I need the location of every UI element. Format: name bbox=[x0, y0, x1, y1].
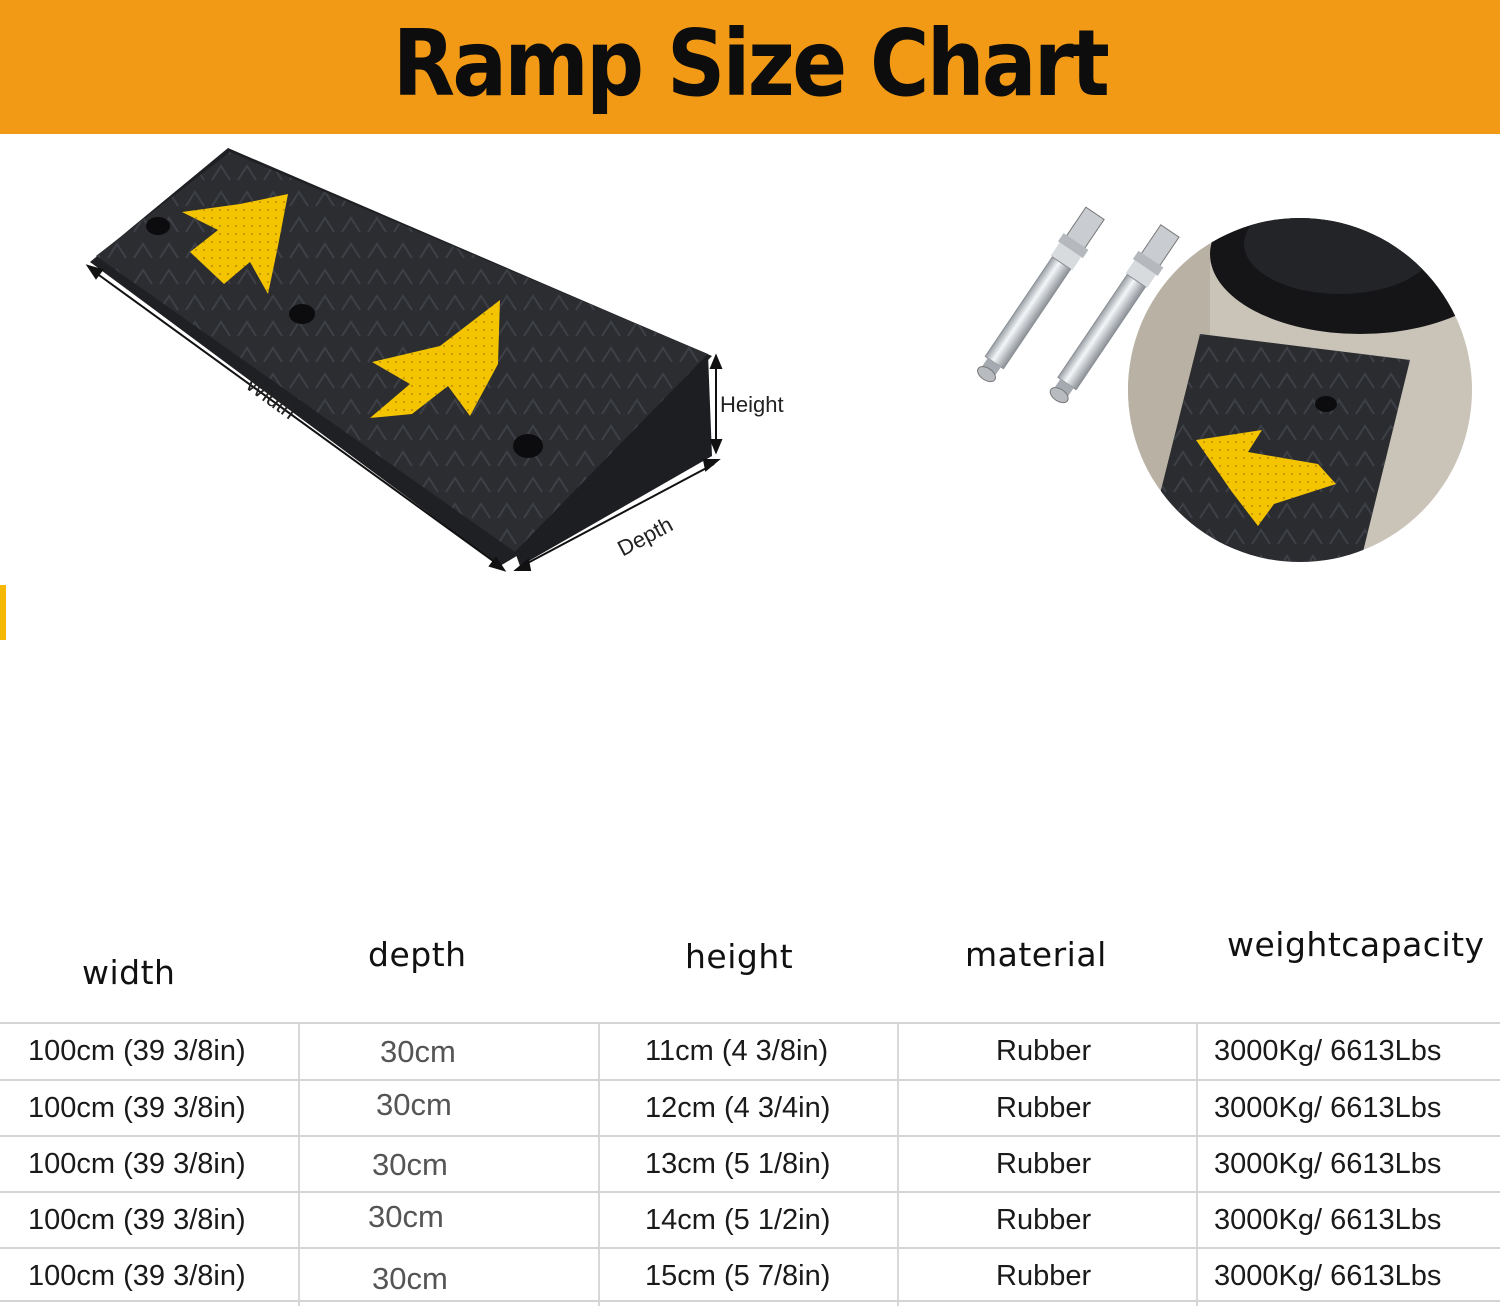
header-height: height bbox=[685, 937, 794, 976]
table-row: 100cm (39 3/8in) 30cm 15cm (5 7/8in) Rub… bbox=[0, 1247, 1500, 1302]
column-divider bbox=[298, 1022, 300, 1306]
cell-material: Rubber bbox=[996, 1148, 1092, 1180]
cell-weightcapacity: 3000Kg/ 6613Lbs bbox=[1214, 1148, 1442, 1180]
column-divider bbox=[897, 1022, 899, 1306]
size-table: 100cm (39 3/8in) 30cm 11cm (4 3/8in) Rub… bbox=[0, 1022, 1500, 1306]
cell-depth: 30cm bbox=[372, 1260, 448, 1296]
cell-depth: 30cm bbox=[376, 1086, 452, 1122]
dimension-lines bbox=[85, 264, 723, 572]
cell-material: Rubber bbox=[996, 1204, 1092, 1236]
ramp-image bbox=[90, 148, 712, 566]
cell-width: 100cm (39 3/8in) bbox=[28, 1260, 246, 1292]
cell-width: 100cm (39 3/8in) bbox=[28, 1035, 246, 1067]
cell-height: 12cm (4 3/4in) bbox=[645, 1092, 831, 1124]
cell-width: 100cm (39 3/8in) bbox=[28, 1204, 246, 1236]
cell-width: 100cm (39 3/8in) bbox=[28, 1148, 246, 1180]
ramp-diagram: Width Height Depth bbox=[85, 148, 1472, 572]
table-header-row: width depth height material weightcapaci… bbox=[0, 915, 1500, 1015]
column-divider bbox=[598, 1022, 600, 1306]
cell-height: 15cm (5 7/8in) bbox=[645, 1260, 831, 1292]
cell-weightcapacity: 3000Kg/ 6613Lbs bbox=[1214, 1092, 1442, 1124]
table-row: 100cm (39 3/8in) 30cm 14cm (5 1/2in) Rub… bbox=[0, 1191, 1500, 1246]
header-depth: depth bbox=[368, 935, 467, 974]
header-width: width bbox=[82, 953, 176, 992]
header-weightcapacity: weightcapacity bbox=[1227, 925, 1485, 964]
cell-material: Rubber bbox=[996, 1092, 1092, 1124]
header-material: material bbox=[965, 935, 1107, 974]
table-row: 100cm (39 3/8in) 30cm 11cm (4 3/8in) Rub… bbox=[0, 1022, 1500, 1077]
height-label: Height bbox=[720, 392, 784, 417]
cell-height: 11cm (4 3/8in) bbox=[645, 1035, 829, 1067]
cell-depth: 30cm bbox=[380, 1033, 456, 1069]
header-banner: Ramp Size Chart bbox=[0, 0, 1500, 134]
cell-material: Rubber bbox=[996, 1035, 1092, 1067]
page-title: Ramp Size Chart bbox=[392, 9, 1110, 117]
cell-depth: 30cm bbox=[368, 1198, 444, 1234]
table-row: 100cm (39 3/8in) 30cm 13cm (5 1/8in) Rub… bbox=[0, 1135, 1500, 1190]
cell-material: Rubber bbox=[996, 1260, 1092, 1292]
column-divider bbox=[1196, 1022, 1198, 1306]
cell-weightcapacity: 3000Kg/ 6613Lbs bbox=[1214, 1035, 1442, 1067]
cell-height: 13cm (5 1/8in) bbox=[645, 1148, 831, 1180]
cell-depth: 30cm bbox=[372, 1146, 448, 1182]
expansion-bolts-image bbox=[977, 206, 1180, 404]
cell-width: 100cm (39 3/8in) bbox=[28, 1092, 246, 1124]
installed-ramp-photo bbox=[1128, 218, 1472, 562]
depth-label: Depth bbox=[613, 512, 677, 562]
table-row: 100cm (39 3/8in) 30cm 12cm (4 3/4in) Rub… bbox=[0, 1079, 1500, 1134]
cell-weightcapacity: 3000Kg/ 6613Lbs bbox=[1214, 1204, 1442, 1236]
left-accent-bar bbox=[0, 585, 6, 640]
cell-height: 14cm (5 1/2in) bbox=[645, 1204, 831, 1236]
product-illustration: Width Height Depth bbox=[0, 134, 1500, 694]
cell-weightcapacity: 3000Kg/ 6613Lbs bbox=[1214, 1260, 1442, 1292]
